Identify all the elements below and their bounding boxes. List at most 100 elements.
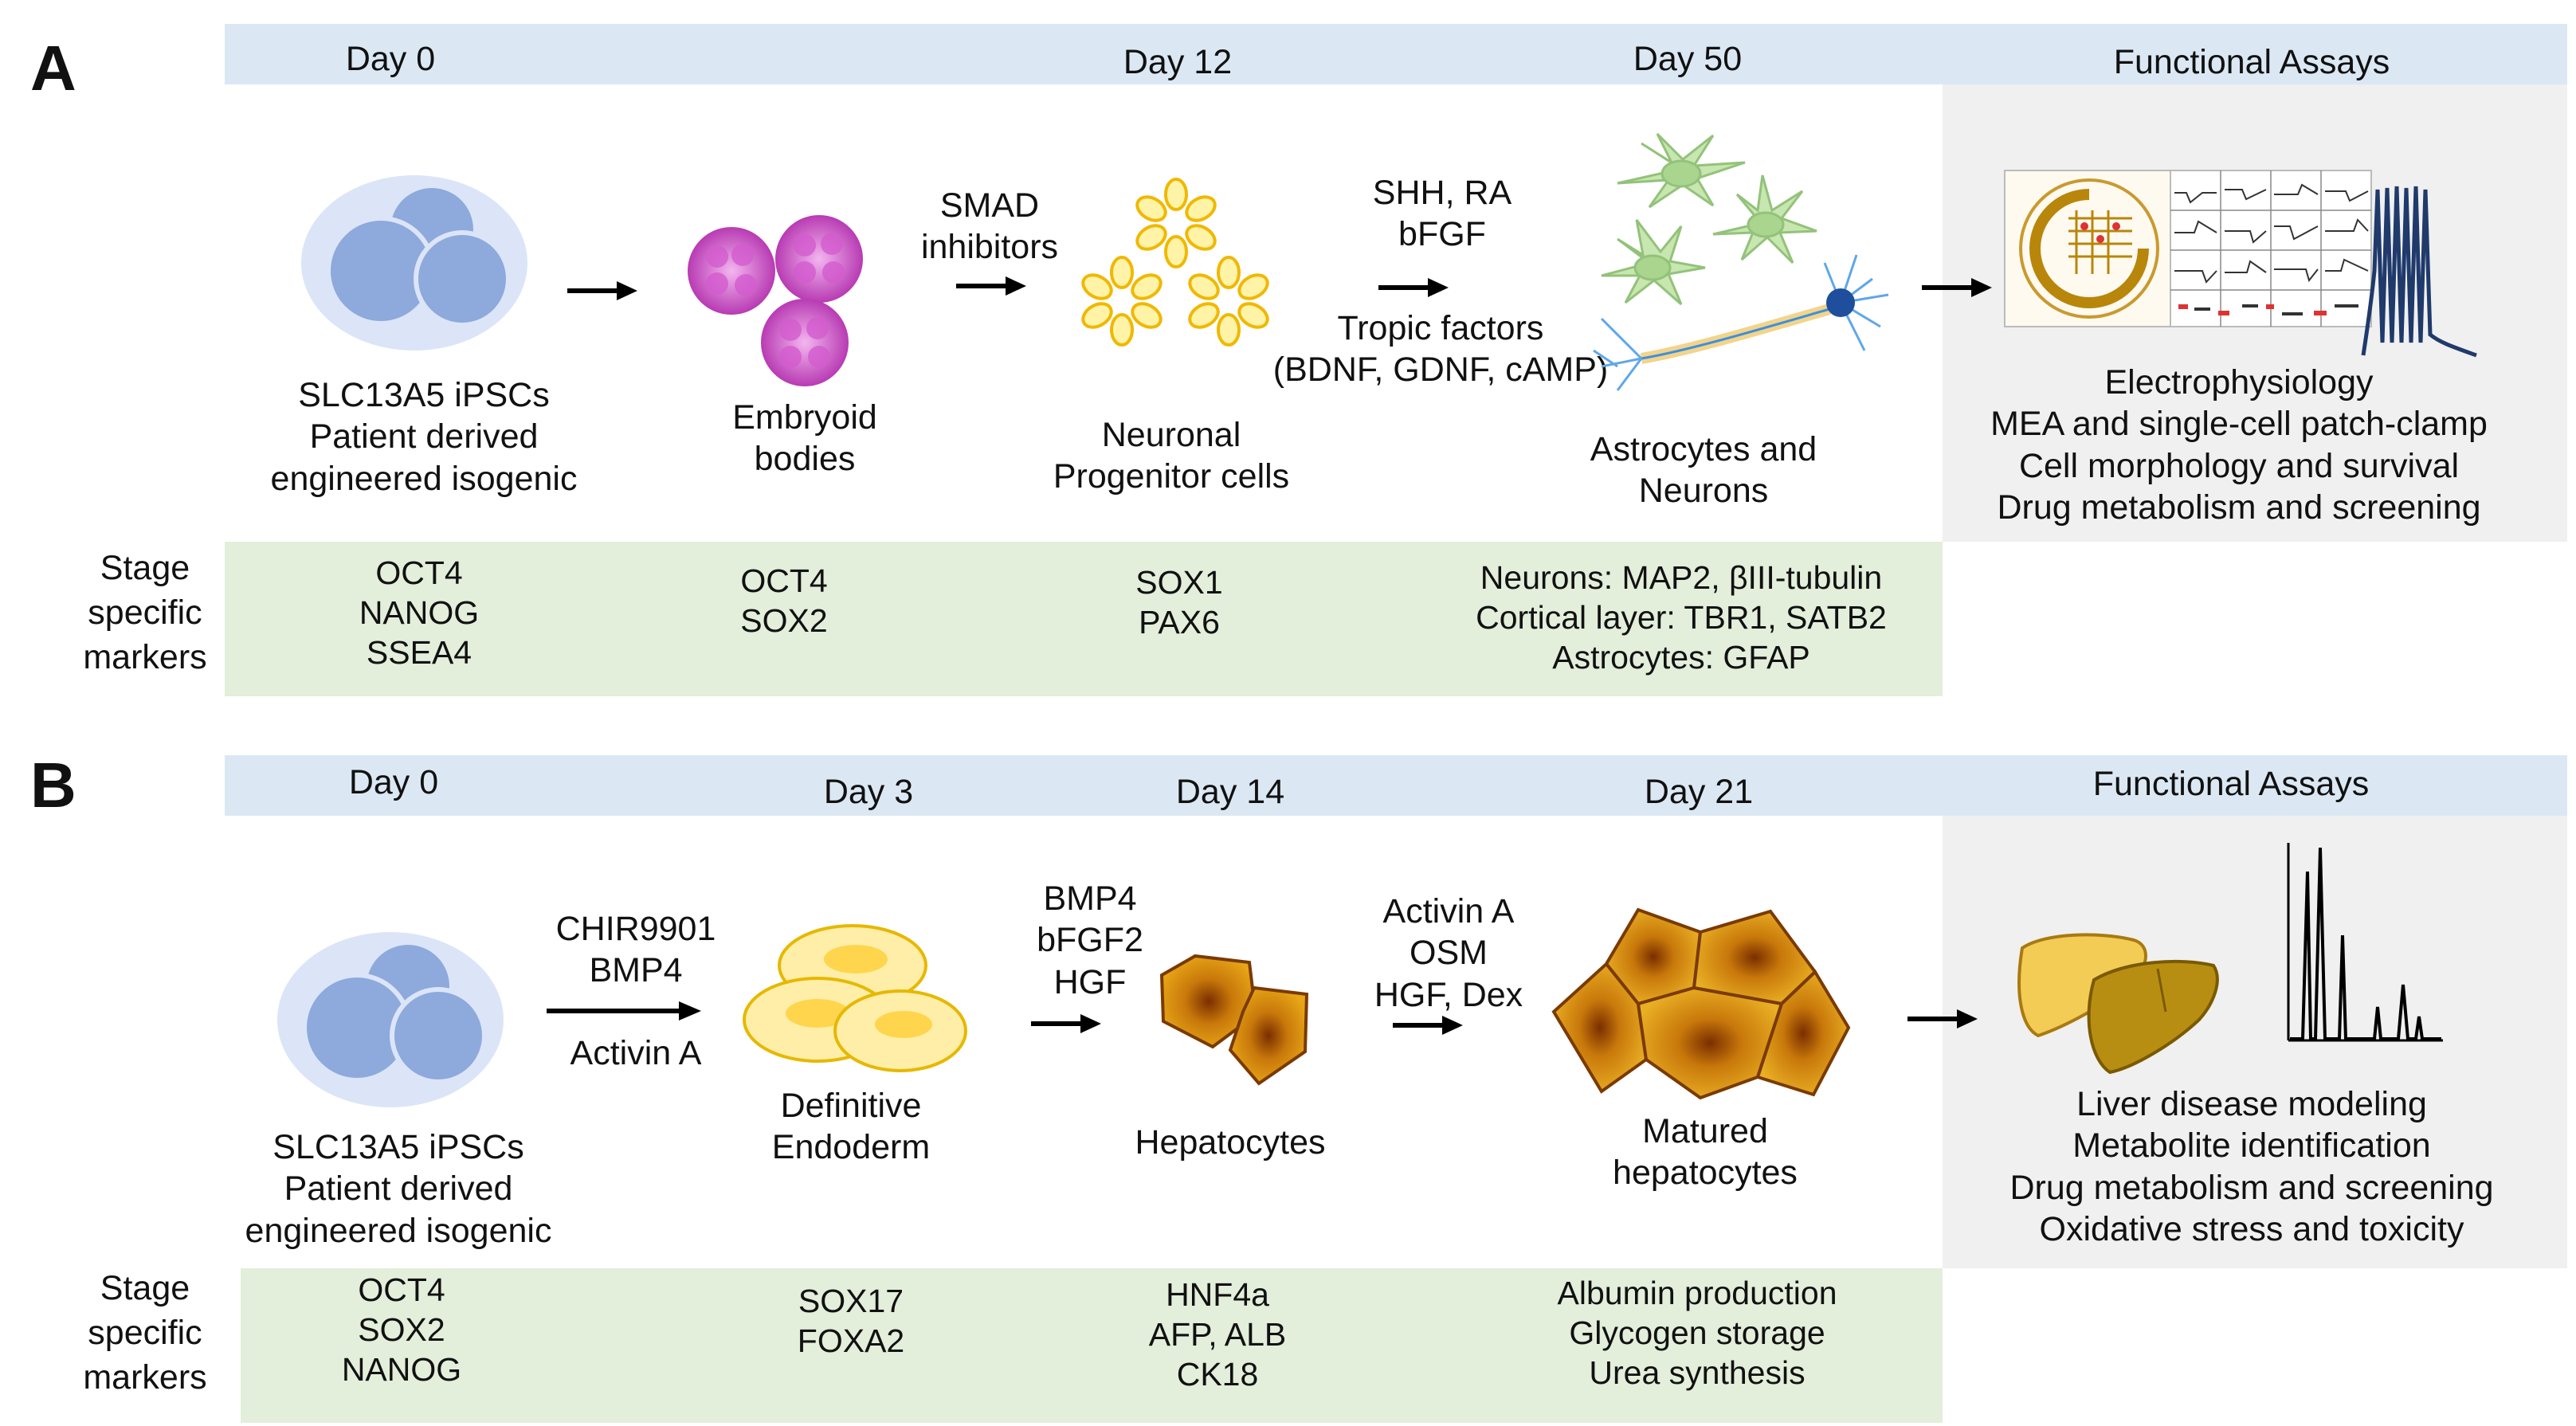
stage-hepatocytes-label: Hepatocytes <box>1135 1123 1326 1162</box>
stage-endoderm-line-2: Endoderm <box>771 1128 931 1167</box>
panel-b-assay-list: Liver disease modeling Metabolite identi… <box>2009 1083 2493 1251</box>
stage-endoderm-label: Definitive Endoderm <box>772 1085 930 1169</box>
stage-ipsc-b-line-2: Patient derived <box>284 1169 513 1209</box>
assay-a-4: Drug metabolism and screening <box>1997 488 2481 527</box>
assay-b-2: Metabolite identification <box>2072 1126 2431 1165</box>
action-potential-trace-icon <box>2361 186 2477 358</box>
stage-endoderm-line-1: Definitive <box>780 1087 922 1125</box>
panel-a-day-12: Day 12 <box>1123 43 1233 81</box>
stage-matured-label: Matured hepatocytes <box>1613 1111 1798 1194</box>
panel-a-functional-assays-title: Functional Assays <box>2113 43 2390 81</box>
factor-activin-osm-line-1: Activin A <box>1382 892 1515 930</box>
marker-b-hep-2: AFP, ALB <box>1148 1316 1287 1354</box>
panel-b-day-0: Day 0 <box>348 763 439 801</box>
factor-activin-osm-line-3: HGF, Dex <box>1374 975 1523 1014</box>
markers-b-matured: Albumin production Glycogen storage Urea… <box>1558 1273 1837 1393</box>
patch-clamp-traces-icon <box>2170 170 2372 327</box>
panel-a-assay-list: Electrophysiology MEA and single-cell pa… <box>1990 362 2488 529</box>
stage-astro-neuron-label: Astrocytes and Neurons <box>1590 429 1817 512</box>
stage-embryoid-line-2: bodies <box>754 440 856 479</box>
panel-a-markers-label: Stage specific markers <box>83 547 206 680</box>
stage-matured-line-1: Matured <box>1642 1112 1768 1150</box>
marker-a-neuron-2: Cortical layer: TBR1, SATB2 <box>1476 599 1887 637</box>
factor-smad-label: SMAD inhibitors <box>921 185 1058 268</box>
factor-tropic-line-1: Tropic factors <box>1337 309 1544 347</box>
factor-activin-osm-label: Activin A OSM HGF, Dex <box>1374 891 1523 1016</box>
mea-chip-icon <box>2004 170 2174 327</box>
marker-a-eb-1: OCT4 <box>740 562 828 599</box>
stage-ipsc-line-1: SLC13A5 iPSCs <box>298 376 550 414</box>
stage-embryoid-label: Embryoid bodies <box>732 397 877 480</box>
panel-b-markers-label: Stage specific markers <box>83 1267 206 1401</box>
marker-b-ipsc-3: NANOG <box>341 1351 462 1389</box>
hepatocytes-icon <box>1159 954 1309 1086</box>
assay-b-3: Drug metabolism and screening <box>2009 1168 2494 1207</box>
factor-shh-line-1: SHH, RA <box>1372 174 1512 212</box>
marker-a-npc-1: SOX1 <box>1135 564 1223 601</box>
stage-npc-label: Neuronal Progenitor cells <box>1053 414 1289 498</box>
panel-b-functional-assays-title: Functional Assays <box>2092 765 2370 803</box>
marker-b-mat-2: Glycogen storage <box>1569 1314 1825 1352</box>
stage-ipsc-b-line-3: engineered isogenic <box>245 1211 552 1250</box>
neuronal-progenitor-icon <box>1081 178 1269 347</box>
assay-b-1: Liver disease modeling <box>2076 1085 2427 1123</box>
marker-b-ipsc-1: OCT4 <box>358 1271 445 1308</box>
stage-ipsc-line-2: Patient derived <box>309 417 539 456</box>
astrocytes-neurons-icon <box>1593 132 1889 391</box>
markers-a-ipsc: OCT4 NANOG SSEA4 <box>359 553 479 672</box>
markers-label-a-1: Stage <box>100 549 190 587</box>
assay-b-4: Oxidative stress and toxicity <box>2039 1210 2464 1249</box>
marker-a-eb-2: SOX2 <box>740 602 828 640</box>
panel-b-label: B <box>30 750 76 821</box>
arrow-icon <box>1907 1009 1978 1028</box>
factor-shh-line-2: bFGF <box>1398 215 1486 254</box>
marker-b-hep-3: CK18 <box>1176 1356 1259 1393</box>
markers-b-ipsc: OCT4 SOX2 NANOG <box>342 1270 461 1389</box>
assay-a-1: Electrophysiology <box>2104 363 2374 402</box>
factor-activin-a-label: Activin A <box>570 1034 702 1072</box>
marker-b-de-1: SOX17 <box>798 1283 904 1319</box>
panel-b-assay-box <box>1943 816 2567 1268</box>
factor-bmp4-line-3: HGF <box>1053 962 1127 1001</box>
factor-activin-osm-line-2: OSM <box>1410 934 1488 973</box>
stage-astro-neuron-line-1: Astrocytes and <box>1590 430 1817 468</box>
stage-ipsc-label: SLC13A5 iPSCs Patient derived engineered… <box>271 374 578 499</box>
assay-a-2: MEA and single-cell patch-clamp <box>1990 405 2488 444</box>
factor-tropic-line-2: (BDNF, GDNF, cAMP) <box>1272 351 1609 390</box>
factor-smad-line-2: inhibitors <box>920 228 1059 267</box>
markers-label-a-2: specific <box>88 593 202 632</box>
stage-ipsc-b-line-1: SLC13A5 iPSCs <box>272 1128 524 1166</box>
factor-tropic-label: Tropic factors (BDNF, GDNF, cAMP) <box>1273 308 1608 391</box>
factor-chir-line-2: BMP4 <box>589 951 683 990</box>
arrow-icon <box>547 1001 701 1021</box>
marker-a-neuron-1: Neurons: MAP2, βIII-tubulin <box>1480 559 1883 596</box>
factor-bmp4-line-1: BMP4 <box>1043 879 1137 918</box>
stage-matured-line-2: hepatocytes <box>1613 1154 1798 1193</box>
panel-a-timeline-band <box>225 24 2567 84</box>
arrow-icon <box>1031 1014 1101 1033</box>
panel-b-timeline-band <box>225 755 2567 816</box>
marker-a-neuron-3: Astrocytes: GFAP <box>1552 639 1810 676</box>
chromatogram-icon <box>2287 843 2443 1042</box>
factor-chir-line-1: CHIR9901 <box>555 910 716 948</box>
factor-bmp4-label: BMP4 bFGF2 HGF <box>1037 878 1143 1003</box>
markers-label-b-1: Stage <box>100 1269 190 1307</box>
marker-a-ipsc-3: SSEA4 <box>366 634 472 672</box>
panel-b-day-14: Day 14 <box>1175 773 1285 811</box>
ipsc-cluster-icon <box>277 932 504 1107</box>
arrow-icon <box>1922 278 1992 297</box>
panel-b-marker-band <box>241 1268 1943 1423</box>
markers-a-embryoid: OCT4 SOX2 <box>740 561 827 641</box>
stage-ipsc-line-3: engineered isogenic <box>270 459 578 498</box>
ipsc-cluster-icon <box>301 175 527 351</box>
stage-ipsc-b-label: SLC13A5 iPSCs Patient derived engineered… <box>245 1126 552 1252</box>
markers-b-hepatocytes: HNF4a AFP, ALB CK18 <box>1149 1275 1286 1394</box>
marker-a-ipsc-1: OCT4 <box>375 554 463 591</box>
stage-npc-line-2: Progenitor cells <box>1053 457 1290 496</box>
markers-a-npc: SOX1 PAX6 <box>1135 562 1222 642</box>
stage-embryoid-line-1: Embryoid <box>732 398 877 437</box>
marker-b-hep-1: HNF4a <box>1166 1276 1269 1313</box>
markers-label-b-3: markers <box>83 1357 207 1397</box>
panel-b-day-21: Day 21 <box>1644 773 1754 811</box>
